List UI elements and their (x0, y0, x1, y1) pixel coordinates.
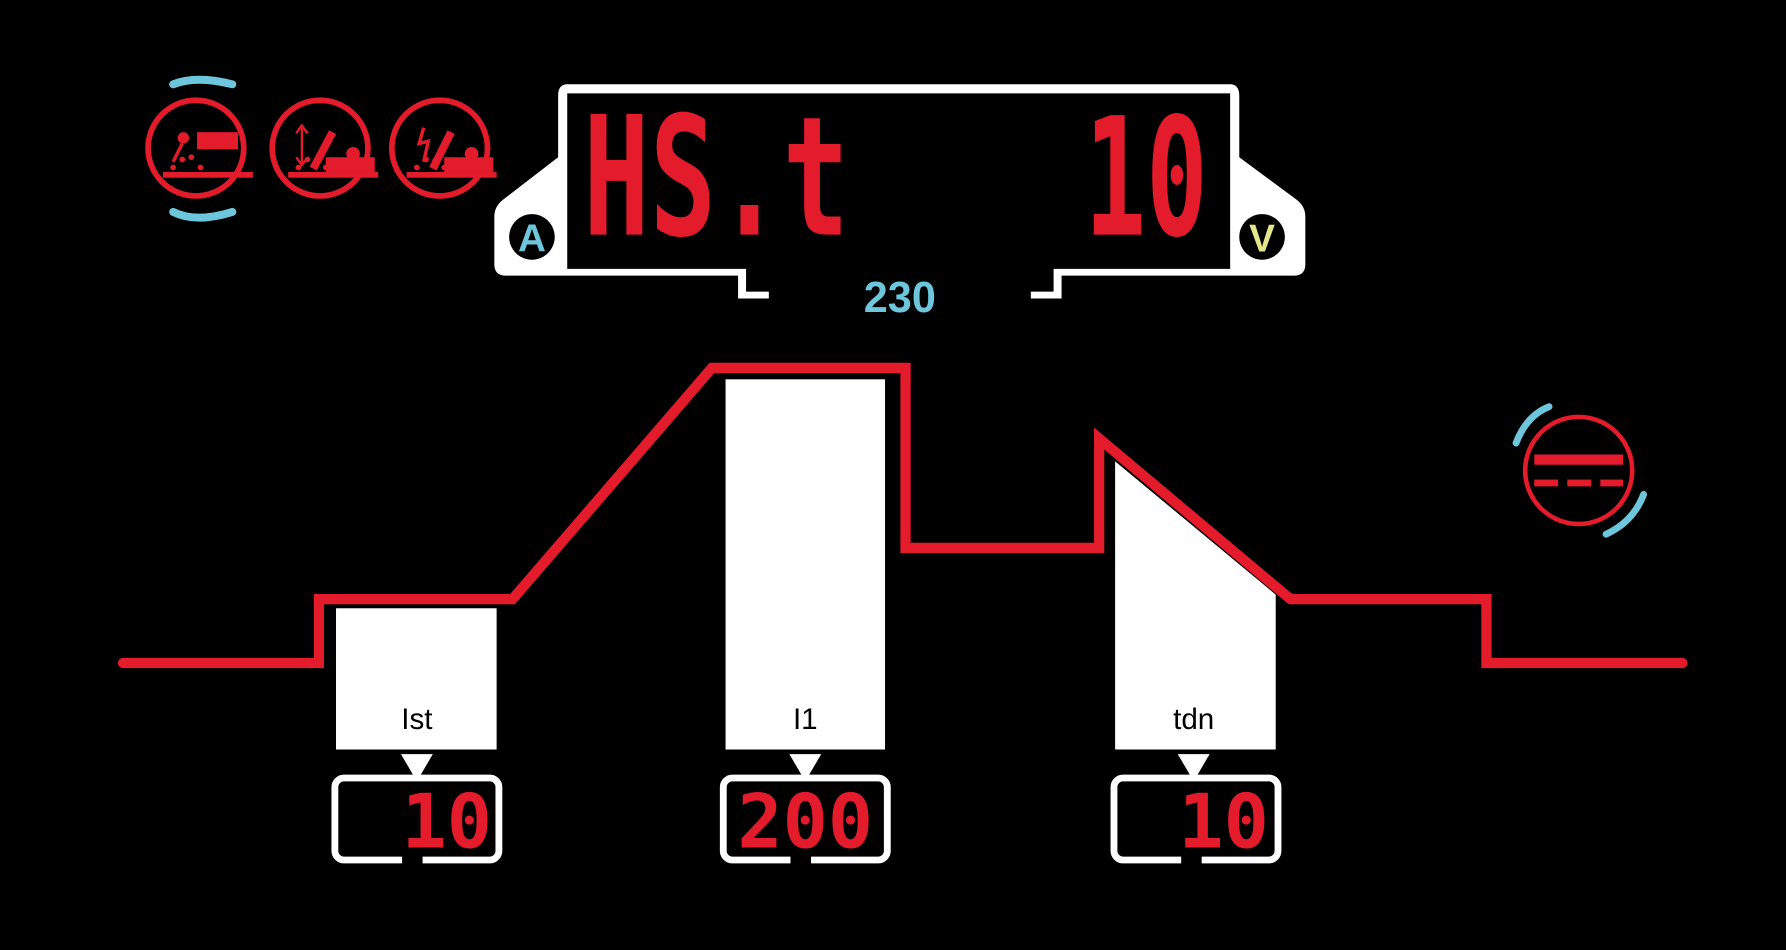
selected-indicator-bottom (169, 207, 237, 222)
main-right-value: 10 (1084, 84, 1207, 275)
ist-label: Ist (401, 703, 433, 736)
selected-indicator-bottom (1602, 490, 1648, 538)
i1-parameter-area[interactable] (725, 379, 886, 750)
tdn-parameter-area[interactable] (1115, 461, 1276, 750)
dc-icon (1522, 414, 1635, 527)
tig-lift-mode-icon[interactable] (269, 97, 379, 199)
tdn-display[interactable]: 10 (1110, 754, 1282, 866)
tdn-value: 10 (1178, 777, 1269, 865)
volts-label: V (1249, 218, 1275, 261)
volts-indicator: V (1239, 214, 1285, 261)
mode-selector[interactable] (145, 75, 497, 222)
pointer-icon (1177, 754, 1210, 782)
i1-value: 200 (737, 777, 873, 865)
amps-indicator: A (509, 214, 555, 261)
i1-label: I1 (793, 703, 818, 736)
tig-hf-mode-icon[interactable] (388, 97, 497, 199)
main-display: HS.t 10 A V 230 (494, 82, 1306, 322)
tdn-label: tdn (1173, 703, 1214, 736)
ist-value: 10 (402, 777, 493, 865)
main-left-value: HS.t (583, 82, 849, 275)
input-voltage: 230 (864, 274, 936, 322)
selected-indicator-top (169, 75, 237, 89)
ist-parameter-area[interactable] (336, 608, 497, 750)
i1-display[interactable]: 200 (719, 754, 891, 866)
mma-mode-icon[interactable] (145, 97, 253, 199)
weld-waveform (117, 362, 1688, 669)
selected-indicator-top (1512, 403, 1553, 447)
pointer-icon (789, 754, 822, 782)
dc-output-selector[interactable] (1512, 403, 1648, 538)
pointer-icon (400, 754, 433, 782)
amps-label: A (518, 218, 546, 261)
ist-display[interactable]: 10 (331, 754, 503, 866)
